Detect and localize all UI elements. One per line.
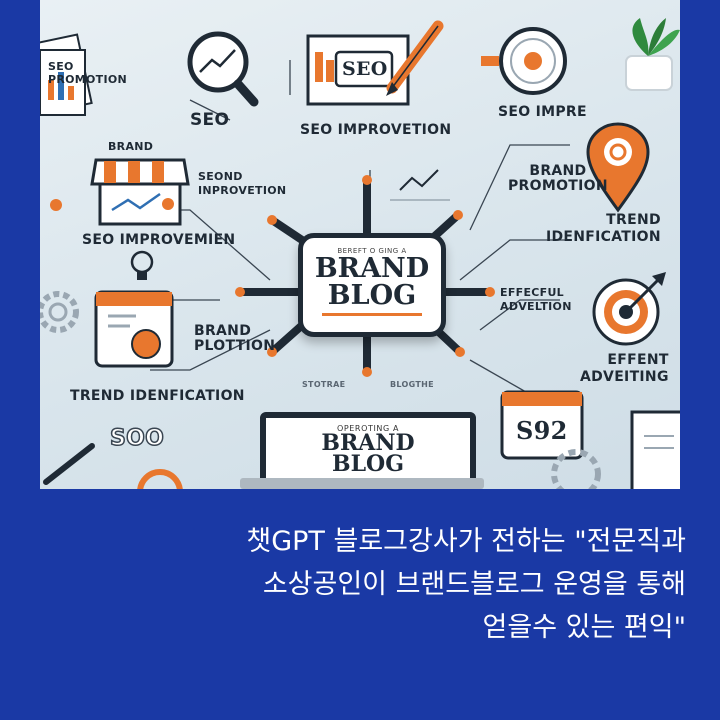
card-line-blog: BLOG [327, 280, 417, 311]
label-seo: SEO [190, 110, 230, 130]
gear-right-icon [551, 449, 601, 489]
target-icon [592, 272, 666, 346]
label-second-improvement: SEOND INPROVETION [198, 170, 287, 197]
label-seo-impre: SEO IMPRE [498, 104, 587, 120]
laptop-line-brand: BRAND [321, 430, 415, 456]
caption-line-3: 얻을수 있는 편익" [482, 612, 686, 643]
location-pin-icon [586, 122, 650, 213]
accent-dot [50, 199, 62, 211]
label-under-center-right: BLOGTHE [390, 380, 434, 389]
label-trend-idenfication-right: TREND IDENFICATION [546, 212, 661, 245]
notebook-icon [630, 410, 680, 489]
pencil-icon [386, 20, 444, 96]
infographic-illustration: SEO PROMOTION SEO BRAND SEOND INPROVETIO… [40, 0, 680, 489]
caption-line-2: 소상공인이 브랜드블로그 운영을 통해 [262, 569, 686, 600]
calendar-value: S92 [516, 416, 568, 445]
label-trend-idenfication-left: TREND IDENFICATION [70, 388, 245, 404]
label-effent-adveiting: EFFENT ADVEITING [580, 352, 669, 385]
store-icon [90, 158, 190, 226]
laptop-screen: OPEROTING A BRAND BLOG [260, 412, 476, 489]
label-seo-board: SEO [342, 58, 388, 80]
caption: 챗GPT 블로그강사가 전하는 "전문직과 소상공인이 브랜드블로그 운영을 통… [0, 520, 686, 649]
spoke-caps [235, 175, 495, 377]
card-small-text: BEREFT O GING A [337, 247, 407, 255]
label-seo-promotion: SEO PROMOTION [48, 60, 128, 86]
gear-icon [40, 291, 79, 333]
label-seo-improvetion: SEO IMPROVETION [300, 122, 452, 138]
label-seo-improvemien: SEO IMPROVEMIEN [82, 232, 236, 248]
ring-icon [137, 469, 183, 489]
label-soo: SOO [109, 425, 165, 452]
caption-line-1: 챗GPT 블로그강사가 전하는 "전문직과 [246, 526, 686, 557]
label-under-center-left: STOTRAE [302, 380, 346, 389]
laptop-line-blog: BLOG [331, 451, 404, 477]
label-brand: BRAND [108, 140, 154, 153]
card-line-brand: BRAND [314, 253, 430, 284]
plant-icon [625, 18, 680, 91]
report-papers-icon [40, 33, 93, 116]
gauge-icon [481, 27, 567, 95]
line-chart-icon [390, 169, 450, 201]
label-brand-promotion: BRAND PROMOTION [508, 163, 608, 194]
calendar-icon [94, 290, 174, 368]
laptop-small-text: OPEROTING A [336, 424, 400, 433]
pen-icon [43, 443, 95, 485]
brand-blog-card: BEREFT O GING A BRAND BLOG [298, 233, 446, 337]
lightbulb-icon [130, 250, 154, 280]
label-effecful-advertion: EFFECFUL ADVELTION [500, 286, 572, 313]
laptop-base [240, 478, 484, 489]
magnifier-icon [187, 31, 259, 107]
card-accent-bar [322, 313, 422, 316]
calendar-right-icon [500, 390, 584, 460]
label-brand-plottion: BRAND PLOTTION [194, 323, 276, 354]
